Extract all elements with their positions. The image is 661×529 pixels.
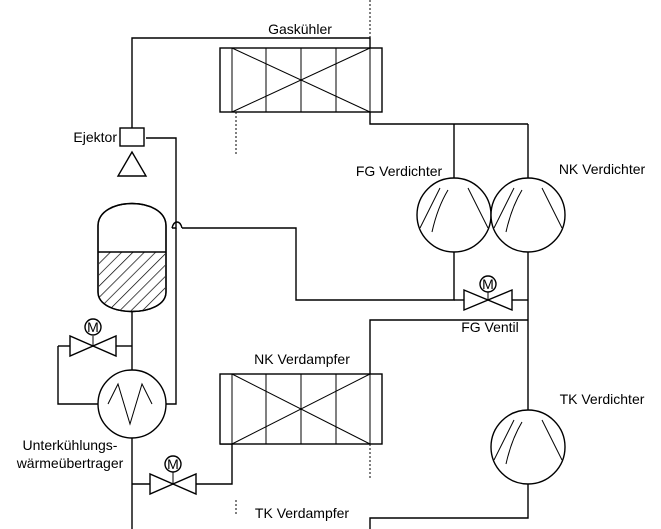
nk-evaporator bbox=[219, 373, 383, 445]
tk-evaporator-label: TK Verdampfer bbox=[255, 505, 349, 521]
ejector-bypass-valve: M bbox=[69, 318, 117, 358]
tk-compressor-label: TK Verdichter bbox=[560, 391, 645, 407]
dashed-continuations bbox=[235, 0, 371, 515]
subcooling-hx-label-line1: Unterkühlungs- bbox=[23, 437, 118, 453]
subcooling-hx-label-line2: wärmeübertrager bbox=[16, 455, 124, 471]
gas-cooler bbox=[219, 47, 383, 113]
tk-expansion-valve: M bbox=[149, 455, 197, 496]
nk-evaporator-label: NK Verdampfer bbox=[254, 351, 350, 367]
tk-compressor-symbol bbox=[490, 409, 566, 485]
labels: Gaskühler Ejektor FG Verdichter NK Verdi… bbox=[16, 21, 646, 521]
fg-valve: M bbox=[463, 275, 513, 312]
receiver-tank bbox=[97, 202, 167, 313]
subcooling-heat-exchanger bbox=[97, 369, 167, 439]
nk-compressor-symbol bbox=[490, 177, 566, 253]
tk-valve-motor-label: M bbox=[167, 456, 179, 472]
fg-valve-motor-label: M bbox=[482, 276, 494, 292]
fg-valve-label: FG Ventil bbox=[461, 319, 519, 335]
gas-cooler-label: Gaskühler bbox=[268, 21, 332, 37]
fg-compressor-symbol bbox=[416, 177, 492, 253]
ejector-label: Ejektor bbox=[73, 129, 117, 145]
ejector bbox=[116, 127, 148, 177]
bypass-valve-motor-label: M bbox=[87, 319, 99, 335]
fg-compressor-label: FG Verdichter bbox=[356, 163, 443, 179]
nk-compressor-label: NK Verdichter bbox=[559, 161, 646, 177]
